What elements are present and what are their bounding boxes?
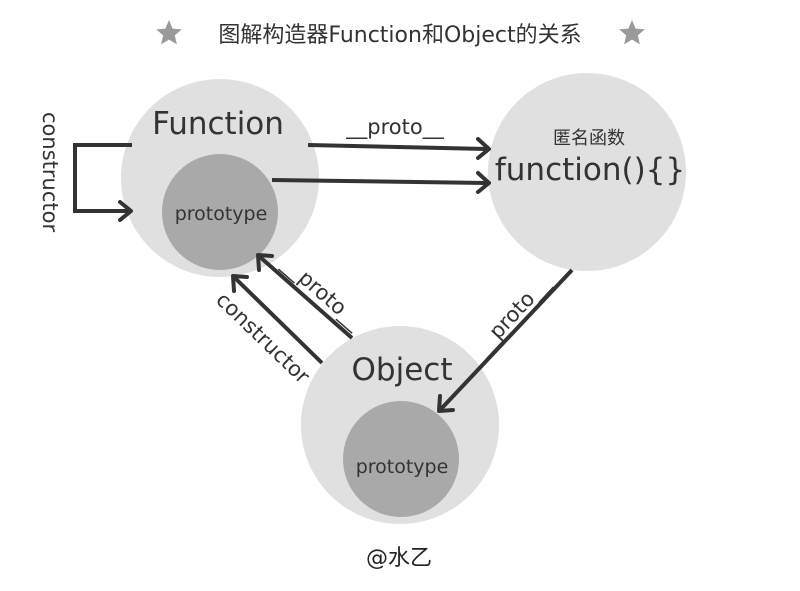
self-loop-line (73, 143, 132, 213)
function-label: Function (152, 106, 284, 142)
function-proto-label: __proto__ (345, 115, 444, 140)
constructor-line (233, 276, 324, 365)
object-proto-label: __proto__ (277, 251, 368, 335)
anonymous-to-object-proto-edge: __proto__ (437, 268, 574, 413)
proto-line-2 (439, 268, 574, 411)
object-prototype-circle (343, 401, 459, 517)
anonymous-proto-label: __proto__ (469, 271, 555, 360)
function-prototype-label: prototype (175, 203, 268, 225)
function-node: Function prototype (121, 79, 319, 277)
arrowhead-icon (231, 274, 249, 293)
self-constructor-label: constructor (38, 112, 62, 232)
diagram-title-row: 图解构造器Function和Object的关系 (156, 20, 645, 48)
function-self-constructor-edge: constructor (38, 112, 133, 232)
object-to-function-proto-edge: __proto__ (256, 251, 368, 340)
object-label: Object (352, 352, 453, 388)
star-icon (619, 20, 645, 45)
proto-line-3 (258, 255, 354, 340)
anonymous-function-node: 匿名函数 function(){} (488, 73, 686, 271)
proto-line-1 (307, 143, 488, 151)
arrowhead-icon (118, 200, 133, 222)
arrowhead-icon (256, 253, 274, 272)
function-to-anonymous-proto-edge: __proto__ (307, 115, 491, 160)
function-prototype-circle (162, 154, 278, 270)
arrowhead-icon (476, 137, 491, 160)
anonymous-function-circle (488, 73, 686, 271)
watermark-text: @水乙 (366, 546, 432, 571)
arrowhead-icon (437, 394, 455, 413)
object-node: Object prototype (301, 326, 499, 524)
object-prototype-label: prototype (356, 456, 449, 478)
arrowhead-icon (476, 171, 491, 194)
star-icon (156, 20, 182, 45)
prototype-to-anonymous-edge (271, 171, 491, 194)
anonymous-function-value: function(){} (495, 152, 685, 188)
diagram-title: 图解构造器Function和Object的关系 (218, 23, 581, 48)
anonymous-function-label: 匿名函数 (553, 128, 625, 149)
prototype-line (271, 178, 488, 185)
